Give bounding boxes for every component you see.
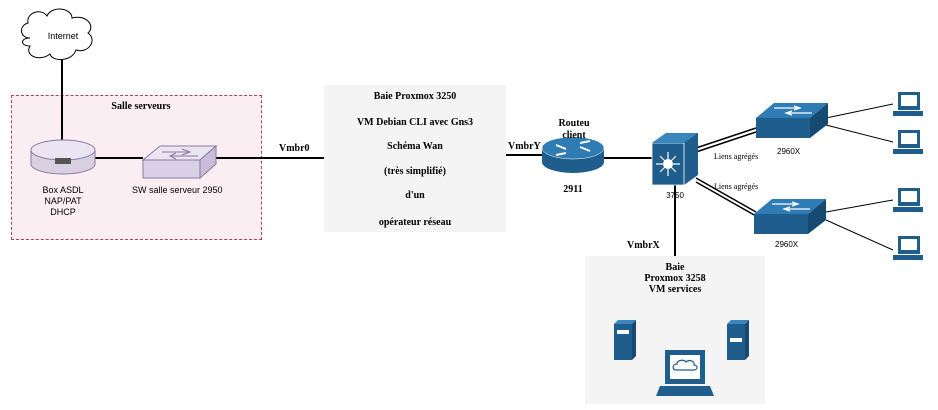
link-2960-pc4 [825, 219, 894, 251]
internet-label: Internet [47, 31, 79, 41]
router-title-line2: client [562, 130, 586, 141]
baie1-line1: Baie Proxmox 3250 [373, 91, 457, 102]
router-2911-icon [541, 136, 605, 173]
baie2-line1: Baie [665, 262, 685, 273]
baie1-text: Baie Proxmox 3250 VM Debian CLI avec Gns… [324, 91, 506, 228]
link-3750-2960-bottom-b [695, 181, 757, 217]
box-asdl-label: Box ASDL NAP/PAT DHCP [30, 185, 96, 218]
baie-proxmox-3250-box [324, 85, 506, 232]
baie1-line4: (très simplifié) [384, 166, 446, 177]
pc-4-icon [893, 236, 923, 260]
baie1-line6: opérateur réseau [378, 217, 452, 228]
box-asdl-icon [30, 139, 96, 175]
switch-2960x-top-icon [756, 103, 828, 138]
baie1-line5: d'un [405, 190, 425, 201]
box-asdl-line3: DHCP [50, 207, 76, 217]
link-3750-2960-top-b [695, 131, 757, 153]
link-2960-pc3 [825, 199, 894, 213]
sw-salle-serveur-icon [141, 144, 218, 180]
vmbry-label: VmbrY [508, 141, 541, 152]
sw2960-bottom-label: 2960X [775, 240, 799, 249]
server-left-icon [614, 320, 636, 360]
switch-2960x-bottom-icon [754, 199, 826, 234]
link-3750-2960-bottom-a [695, 177, 757, 213]
link-3750-2960-top-a [695, 127, 757, 149]
server-right-icon [727, 320, 749, 360]
box-asdl-line1: Box ASDL [42, 185, 84, 195]
baie1-line3: Schéma Wan [387, 141, 443, 152]
switch-3750-icon [651, 133, 698, 186]
baie2-line2: Proxmox 3258 [644, 273, 706, 284]
baie1-line2: VM Debian CLI avec Gns3 [356, 117, 474, 128]
internet-cloud-icon [21, 8, 93, 60]
sw-salle-label: SW salle serveur 2950 [132, 185, 223, 195]
agg-label-bottom: Liens agrégés [714, 182, 759, 191]
router-model: 2911 [563, 184, 583, 195]
baie2-line3: VM services [648, 284, 702, 295]
sw2960-top-label: 2960X [777, 147, 801, 156]
switch-3750-label: 3750 [666, 191, 684, 200]
link-2960-pc1 [825, 103, 894, 119]
cloud-server-terminal-icon [656, 350, 714, 396]
router-title-line1: Routeu [558, 118, 590, 129]
pc-2-icon [893, 130, 923, 154]
agg-label-top: Liens agrégés [714, 152, 759, 161]
router-title: Routeu client [552, 118, 596, 142]
pc-3-icon [893, 188, 923, 212]
pc-1-icon [893, 92, 923, 116]
vmbr0-label: Vmbr0 [279, 143, 310, 154]
box-asdl-line2: NAP/PAT [44, 196, 82, 206]
vmbrx-label: VmbrX [627, 240, 660, 251]
baie2-text: Baie Proxmox 3258 VM services [585, 262, 765, 295]
link-2960-pc2 [825, 124, 894, 143]
salle-title: Salle serveurs [111, 101, 171, 112]
